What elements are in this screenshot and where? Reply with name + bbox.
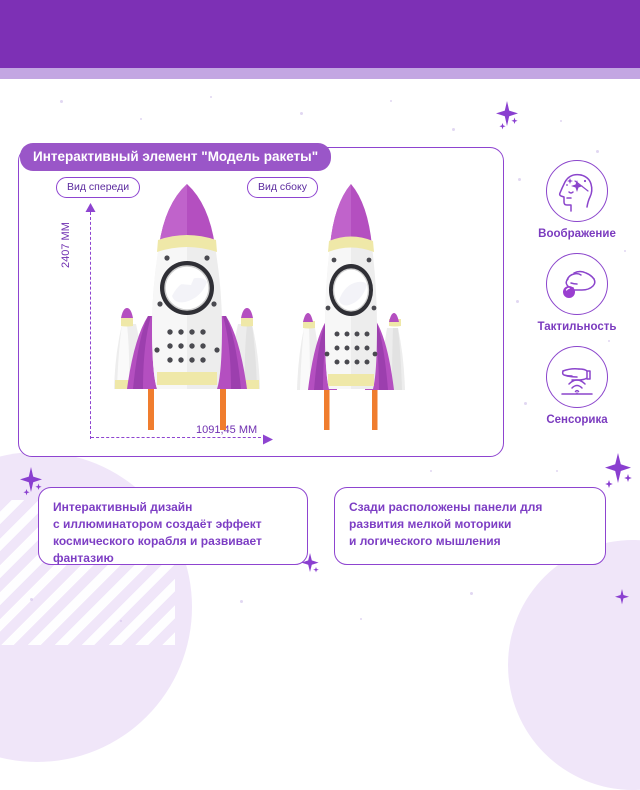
hand-touch-icon bbox=[546, 253, 608, 315]
decor-speck bbox=[470, 592, 473, 595]
decor-speck bbox=[596, 150, 599, 153]
feature-label-sensorics: Сенсорика bbox=[546, 414, 608, 426]
decor-speck bbox=[516, 300, 519, 303]
note-left-line-1: Интерактивный дизайн bbox=[53, 500, 193, 514]
decor-speck bbox=[390, 100, 392, 102]
feature-item-imagination[interactable]: Воображение bbox=[524, 160, 630, 240]
sparkle-icon bbox=[602, 452, 634, 490]
height-dimension-label: 2407 ММ bbox=[60, 222, 72, 268]
note-right-line-1: Сзади расположены панели для bbox=[349, 500, 543, 514]
decor-speck bbox=[430, 470, 432, 472]
page-header bbox=[0, 0, 640, 68]
note-right-line-2: развития мелкой моторики bbox=[349, 517, 512, 531]
note-left-line-4: фантазию bbox=[53, 551, 114, 565]
note-right-line-3: и логического мышления bbox=[349, 534, 501, 548]
note-box-left: Интерактивный дизайн с иллюминатором соз… bbox=[38, 487, 308, 565]
decor-speck bbox=[556, 470, 558, 472]
width-dimension-line bbox=[91, 437, 266, 438]
note-box-right: Сзади расположены панели для развития ме… bbox=[334, 487, 606, 565]
view-pill-front[interactable]: Вид спереди bbox=[56, 177, 141, 198]
feature-label-imagination: Воображение bbox=[538, 228, 616, 240]
decor-blob-bottom-right bbox=[508, 540, 640, 790]
decor-speck bbox=[210, 96, 212, 98]
decor-speck bbox=[360, 618, 362, 620]
decor-speck bbox=[518, 178, 521, 181]
feature-item-tactility[interactable]: Тактильность bbox=[524, 253, 630, 333]
product-card bbox=[18, 147, 504, 457]
decor-speck bbox=[30, 598, 33, 601]
feature-item-sensorics[interactable]: Сенсорика bbox=[524, 346, 630, 426]
imagination-head-icon bbox=[546, 160, 608, 222]
width-dimension-arrow-icon bbox=[263, 432, 273, 445]
decor-speck bbox=[140, 118, 142, 120]
width-dimension-label: 1091,45 ММ bbox=[196, 424, 258, 436]
height-dimension-arrow-icon bbox=[85, 200, 96, 212]
header-accent-band bbox=[0, 68, 640, 79]
sparkle-icon bbox=[614, 588, 630, 606]
rocket-side-view-illustration bbox=[293, 184, 409, 435]
sparkle-icon bbox=[494, 100, 520, 130]
view-pill-side[interactable]: Вид сбоку bbox=[247, 177, 318, 198]
rocket-front-view-illustration bbox=[112, 184, 262, 435]
decor-speck bbox=[560, 120, 562, 122]
note-left-line-2: с иллюминатором создаёт эффект bbox=[53, 517, 262, 531]
sensor-wave-icon bbox=[546, 346, 608, 408]
feature-label-tactility: Тактильность bbox=[537, 321, 617, 333]
decor-speck bbox=[240, 600, 243, 603]
decor-speck bbox=[452, 128, 455, 131]
decor-speck bbox=[300, 112, 303, 115]
decor-speck bbox=[120, 620, 122, 622]
note-left-line-3: космического корабля и развивает bbox=[53, 534, 262, 548]
feature-list: Воображение Тактильность bbox=[524, 160, 630, 439]
height-dimension-line bbox=[90, 207, 91, 439]
decor-speck bbox=[60, 100, 63, 103]
card-title: Интерактивный элемент "Модель ракеты" bbox=[20, 143, 332, 171]
